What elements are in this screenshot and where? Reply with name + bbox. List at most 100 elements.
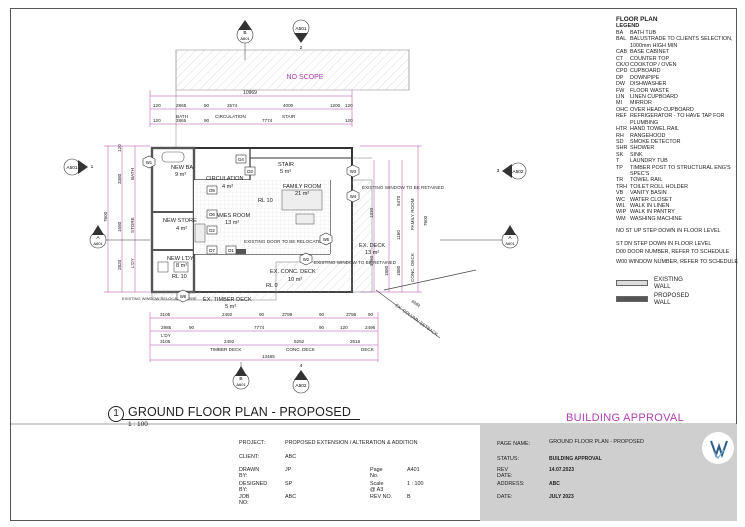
callout-right-elevation: A502 3 (497, 162, 527, 180)
left-dimensions (104, 145, 150, 293)
room-area: 5 m² (225, 304, 236, 310)
svg-text:A: A (508, 235, 512, 241)
callout-top-section: B A601 (236, 20, 254, 60)
svg-text:3799: 3799 (282, 312, 293, 317)
legend-step-dn: ST DN STEP DOWN IN FLOOR LEVEL (616, 240, 712, 247)
svg-text:2492: 2492 (224, 339, 235, 344)
room-area: 13 m² (225, 220, 239, 226)
svg-text:CONC. DECK: CONC. DECK (410, 252, 415, 282)
client-value: ABC (285, 454, 297, 460)
svg-text:90: 90 (204, 103, 210, 108)
room-labels: NEW BA 9 m² CIRCULATION 4 m² STAIR 5 m² … (163, 162, 385, 310)
room-name: GAMES ROOM (211, 213, 250, 219)
door-tag: D2 (206, 225, 218, 235)
svg-text:A501: A501 (66, 165, 78, 171)
room-area: 5 m² (280, 169, 291, 175)
callout-right-section: A A601 (440, 225, 519, 249)
svg-text:2865: 2865 (176, 103, 187, 108)
room-area: 13 m² (365, 250, 379, 256)
room-name: CIRCULATION (206, 176, 244, 182)
room-area: 21 m² (295, 191, 309, 197)
callout-left-section: A A601 (89, 225, 150, 249)
svg-text:2492: 2492 (222, 312, 233, 317)
top-dim-row1: 120 2865 90 2574 4000 1200 120 BATH CIRC… (153, 103, 353, 119)
callout-bottom-elevation: A502 4 (292, 363, 310, 394)
window-tag: W2 (299, 252, 313, 266)
svg-text:B: B (239, 376, 242, 382)
top-dim-row2: 120 2865 90 7774 120 (153, 118, 353, 123)
page-name-value: GROUND FLOOR PLAN - PROPOSED (549, 439, 644, 445)
callout-top-elevation: A501 2 (292, 19, 310, 51)
svg-text:3796: 3796 (346, 312, 357, 317)
room-name: STAIR (278, 162, 294, 168)
project-label: PROJECT: (239, 440, 266, 446)
room-area: 8 m² (176, 263, 187, 269)
drawn-label: DRAWN BY: (239, 467, 260, 479)
room-name: NEW L'DY (167, 256, 194, 262)
svg-text:A601: A601 (240, 36, 250, 41)
job-label: JOB NO: (239, 494, 250, 506)
svg-text:B: B (243, 30, 246, 36)
svg-text:120: 120 (117, 144, 122, 152)
svg-text:CIRCULATION: CIRCULATION (215, 114, 246, 119)
svg-text:EXISTING WINDOW TO BE RETAINED: EXISTING WINDOW TO BE RETAINED (362, 185, 445, 190)
legend-title: FLOOR PLAN (616, 16, 658, 23)
setback-line (375, 289, 441, 339)
bottom-dimensions (149, 312, 379, 362)
svg-text:3105: 3105 (160, 339, 171, 344)
job-value: ABC (285, 494, 297, 500)
svg-text:A502: A502 (512, 169, 524, 175)
room-name: EX. TIMBER DECK (203, 297, 252, 303)
top-dimensions (149, 90, 353, 127)
svg-text:120: 120 (340, 325, 348, 330)
dim-overall-top: 10969 (243, 90, 257, 96)
svg-text:D5: D5 (209, 188, 215, 193)
building-approval-stamp: BUILDING APPROVAL (566, 412, 684, 424)
svg-text:120: 120 (345, 118, 353, 123)
room-area: 9 m² (175, 172, 186, 178)
legend-door: D00 DOOR NUMBER, REFER TO SCHEDULE (616, 249, 730, 255)
client-label: CLIENT: (239, 454, 260, 460)
right-dim-labels: 7600 5470 1330 3360 1880 1160 1880 FAMIL… (369, 195, 428, 282)
svg-text:STORE: STORE (130, 217, 135, 233)
svg-text:CONC. DECK: CONC. DECK (286, 347, 316, 352)
address-label: ADDRESS: (497, 481, 525, 487)
title-underline (122, 419, 360, 420)
svg-text:D7: D7 (209, 248, 215, 253)
svg-text:W6: W6 (180, 294, 187, 299)
svg-text:7600: 7600 (423, 215, 428, 226)
svg-text:W1: W1 (146, 160, 153, 165)
svg-text:3105: 3105 (160, 312, 171, 317)
window-tag: W6 (176, 289, 190, 303)
page-name-label: PAGE NAME: (497, 441, 531, 447)
svg-text:EXISTING WINDOW RELOCATED HERE: EXISTING WINDOW RELOCATED HERE (122, 296, 197, 301)
svg-text:A501: A501 (295, 26, 307, 32)
svg-text:D2: D2 (209, 228, 215, 233)
svg-text:2865: 2865 (176, 118, 187, 123)
room-name: EX. DECK (359, 243, 385, 249)
svg-text:2574: 2574 (227, 103, 238, 108)
svg-text:5252: 5252 (294, 339, 305, 344)
door-tag: D1 (225, 245, 237, 255)
door-tag: D6 (206, 209, 218, 219)
status-value: BUILDING APPROVAL (549, 456, 602, 462)
rev-value: B (407, 494, 411, 500)
drawing-number: 1 (108, 406, 124, 422)
room-name: FAMILY ROOM (283, 184, 322, 190)
svg-text:D1: D1 (228, 248, 234, 253)
